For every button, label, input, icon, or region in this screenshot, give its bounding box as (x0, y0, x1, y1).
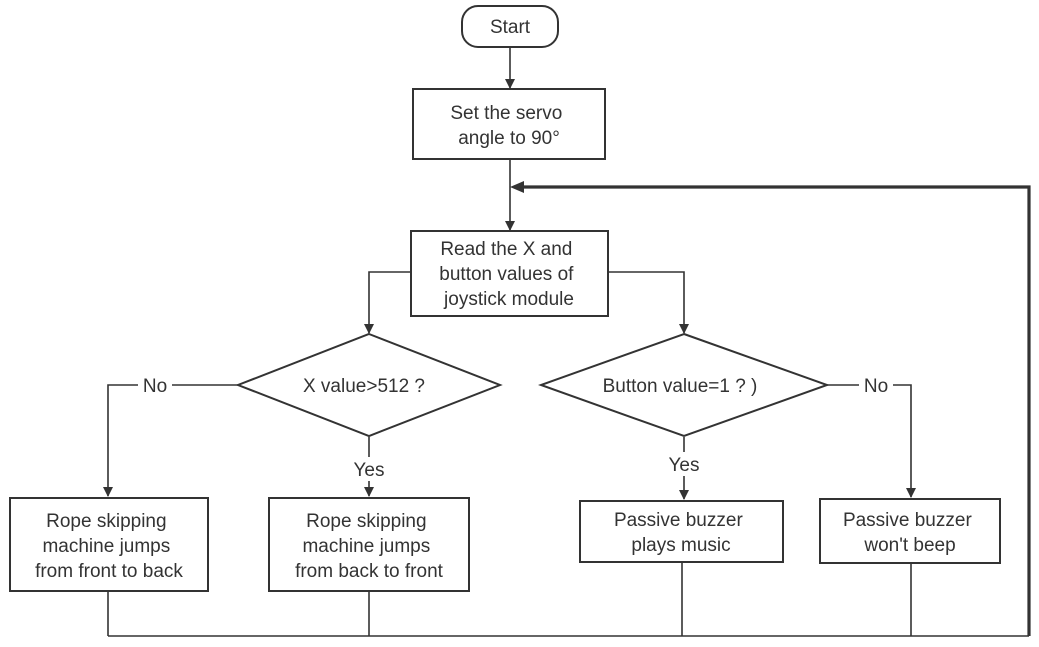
buzzer-music-box: Passive buzzer plays music (579, 500, 784, 563)
jump-back-to-front-box: Rope skipping machine jumps from back to… (268, 497, 470, 592)
front-to-back-line-2: machine jumps (42, 536, 170, 557)
buzzer-silent-line-2: won't beep (863, 535, 955, 556)
svg-text:Passive buzzer plays mus: Passive buzzer plays music (614, 510, 748, 556)
buzzer-music-line-2: plays music (631, 535, 730, 556)
edge-read-to-button-decision (608, 271, 689, 334)
buzzer-music-line-1: Passive buzzer (614, 510, 744, 531)
back-to-front-line-3: from back to front (295, 561, 444, 582)
svg-text:Passive buzzer won't bee: Passive buzzer won't beep (843, 510, 977, 556)
back-to-front-line-1: Rope skipping (306, 511, 426, 532)
svg-text:Start: Start (490, 17, 531, 38)
svg-text:X value>512 ?: X value>512 ? (303, 376, 425, 397)
svg-text:Rope skipping machine ju: Rope skipping machine jumps from front t… (35, 511, 183, 582)
x-value-decision: X value>512 ? (235, 332, 503, 438)
connectors (103, 47, 1031, 637)
button-value-decision: Button value=1 ? ) (538, 332, 830, 438)
read-joystick-box: Read the X and button values of joystick… (410, 230, 609, 317)
svg-text:Set the servo angle to 9: Set the servo angle to 90° (450, 103, 567, 149)
svg-text:Read the X and button va: Read the X and button values of joystick… (439, 239, 578, 310)
buzzer-silent-line-1: Passive buzzer (843, 510, 973, 531)
label-x-no: No (143, 376, 167, 397)
loop-return-arrowhead (510, 181, 524, 193)
button-decision-text: Button value=1 ? ) (603, 376, 758, 397)
front-to-back-line-1: Rope skipping (46, 511, 166, 532)
back-to-front-line-2: machine jumps (302, 536, 430, 557)
start-text: Start (490, 17, 531, 38)
set-servo-line-2: angle to 90° (458, 128, 560, 149)
read-joystick-line-3: joystick module (443, 289, 574, 310)
svg-text:Button value=1 ? ): Button value=1 ? ) (603, 376, 758, 397)
label-x-yes: Yes (354, 460, 385, 481)
read-joystick-line-2: button values of (439, 264, 574, 285)
label-button-yes: Yes (669, 455, 700, 476)
start-node: Start (461, 5, 559, 48)
edge-button-no (827, 384, 916, 498)
x-decision-text: X value>512 ? (303, 376, 425, 397)
edge-read-to-x-decision (364, 271, 411, 334)
read-joystick-line-1: Read the X and (440, 239, 572, 260)
edge-labels: No Yes Yes No (138, 374, 893, 481)
set-servo-line-1: Set the servo (450, 103, 562, 124)
front-to-back-line-3: from front to back (35, 561, 183, 582)
edge-x-no (103, 384, 238, 497)
label-button-no: No (864, 376, 888, 397)
jump-front-to-back-box: Rope skipping machine jumps from front t… (9, 497, 209, 592)
svg-text:Rope skipping machine ju: Rope skipping machine jumps from back to… (295, 511, 444, 582)
buzzer-silent-box: Passive buzzer won't beep (819, 498, 1001, 564)
loop-return-line (522, 185, 1031, 636)
set-servo-box: Set the servo angle to 90° (412, 88, 606, 160)
